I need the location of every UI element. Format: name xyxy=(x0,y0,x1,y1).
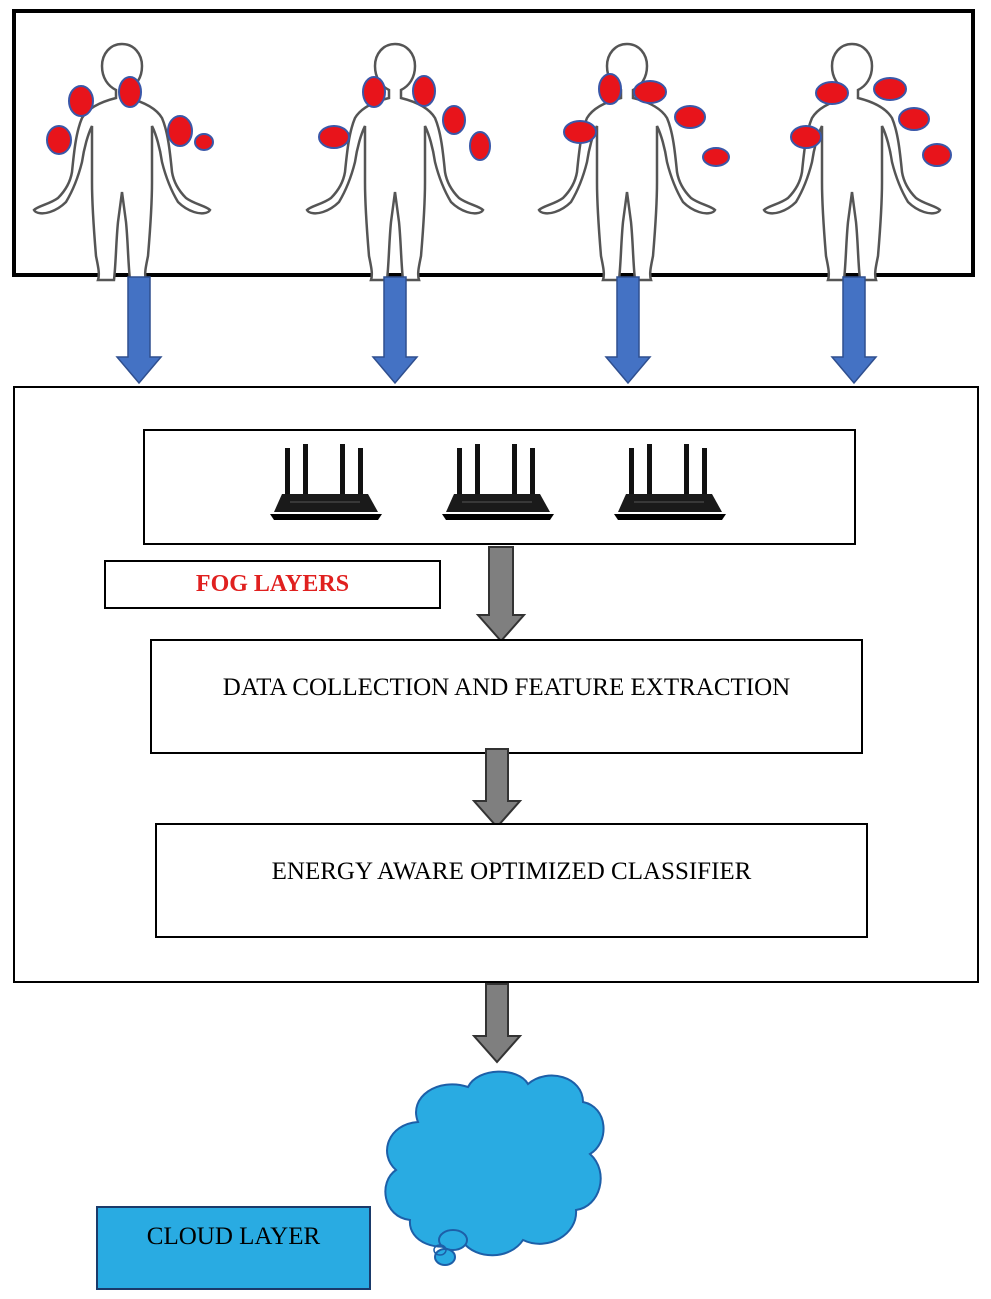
grey-arrow-1 xyxy=(475,546,527,643)
sensor-to-fog-arrows xyxy=(115,276,878,385)
wifi-router-icon xyxy=(269,443,383,521)
human-body-icon xyxy=(537,42,717,282)
cloud-layer-label-box xyxy=(96,1206,371,1290)
sensor-node-icon xyxy=(563,73,730,167)
wifi-router-icon xyxy=(441,443,555,521)
blue-arrow-2 xyxy=(371,276,419,385)
blue-arrow-4 xyxy=(830,276,878,385)
human-body-icon xyxy=(305,42,485,282)
sensor-node-icon xyxy=(318,75,491,161)
sensor-node-icon xyxy=(46,76,214,155)
cloud-icon xyxy=(384,1070,605,1266)
grey-arrow-3 xyxy=(471,983,523,1064)
router-icons xyxy=(269,443,727,521)
router-box xyxy=(143,429,856,545)
fog-layers-label-box xyxy=(104,560,441,609)
classifier-box xyxy=(155,823,868,938)
human-body-icon xyxy=(762,42,942,282)
grey-arrow-2 xyxy=(471,748,523,829)
sensor-layer-figures xyxy=(32,42,952,282)
data-collection-box xyxy=(150,639,863,754)
fog-layers-label: FOG LAYERS xyxy=(195,571,350,597)
sensor-node-icon xyxy=(790,77,952,167)
wifi-router-icon xyxy=(613,443,727,521)
cloud-layer-label: CLOUD LAYER xyxy=(146,1223,321,1250)
blue-arrow-3 xyxy=(604,276,652,385)
human-body-icon xyxy=(32,42,212,282)
classifier-label: ENERGY AWARE OPTIMIZED CLASSIFIER xyxy=(271,858,752,885)
data-collection-label: DATA COLLECTION AND FEATURE EXTRACTION xyxy=(222,674,791,701)
blue-arrow-1 xyxy=(115,276,163,385)
